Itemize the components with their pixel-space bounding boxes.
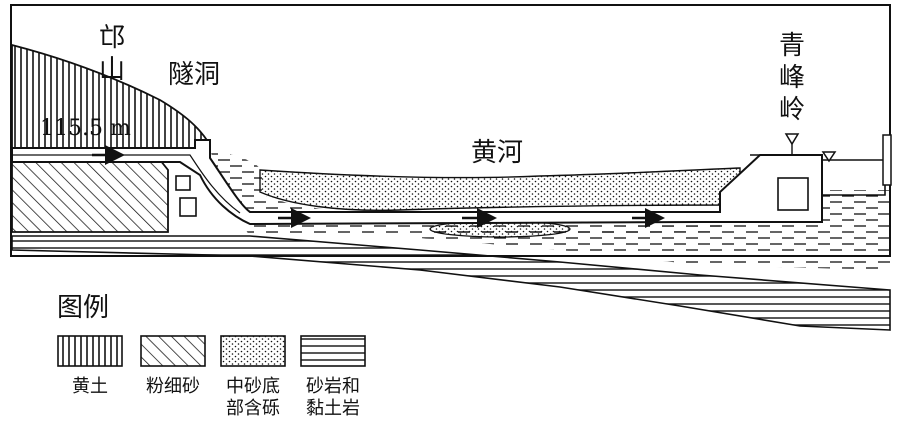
medium-sand-layer — [259, 167, 741, 212]
legend-item-loess: 黄土 — [40, 370, 140, 398]
legend-item-fine-sand: 粉细砂 — [123, 370, 223, 398]
qingfengling-char-1: 青 — [778, 31, 805, 61]
qingfengling-char-3: 岭 — [778, 95, 805, 125]
right-edge-block — [882, 134, 892, 186]
mangshan-char-2: 山 — [98, 55, 125, 85]
legend-text-medium-sand: 中砂底 部含砾 — [226, 376, 280, 419]
yellow-river-label: 黄河 — [471, 138, 524, 168]
fine-sand-layer — [11, 159, 169, 233]
legend-swatch-loess — [57, 335, 123, 367]
tunnel-block-1 — [175, 175, 191, 191]
dashed-zone-right — [420, 190, 890, 270]
legend-swatch-medium-sand — [220, 335, 286, 367]
bedrock-layers — [11, 235, 891, 331]
qingfengling-label: 青 峰 岭 — [777, 30, 807, 126]
qingfengling-dam — [750, 154, 886, 196]
legend-text-sandstone: 砂岩和 黏土岩 — [306, 376, 360, 419]
legend-title: 图例 — [57, 293, 110, 323]
mangshan-label: 邙 山 — [97, 22, 127, 86]
qingfengling-block — [777, 177, 809, 211]
legend-text-fine-sand: 粉细砂 — [146, 376, 200, 397]
water-level-marker-2 — [821, 151, 837, 163]
mangshan-char-1: 邙 — [98, 23, 125, 53]
elevation-label: 115.5 m — [40, 116, 131, 141]
legend-swatch-fine-sand — [140, 335, 206, 367]
legend-item-medium-sand: 中砂底 部含砾 — [203, 370, 303, 420]
tunnel-block-2 — [179, 197, 197, 217]
qingfengling-char-2: 峰 — [778, 63, 805, 93]
legend-swatch-sandstone — [300, 335, 366, 367]
legend-text-loess: 黄土 — [72, 376, 108, 397]
legend-item-sandstone: 砂岩和 黏土岩 — [283, 370, 383, 420]
tunnel-label: 隧洞 — [168, 60, 221, 90]
tunnel-inner-line — [12, 154, 241, 214]
water-level-marker-1 — [784, 133, 800, 146]
